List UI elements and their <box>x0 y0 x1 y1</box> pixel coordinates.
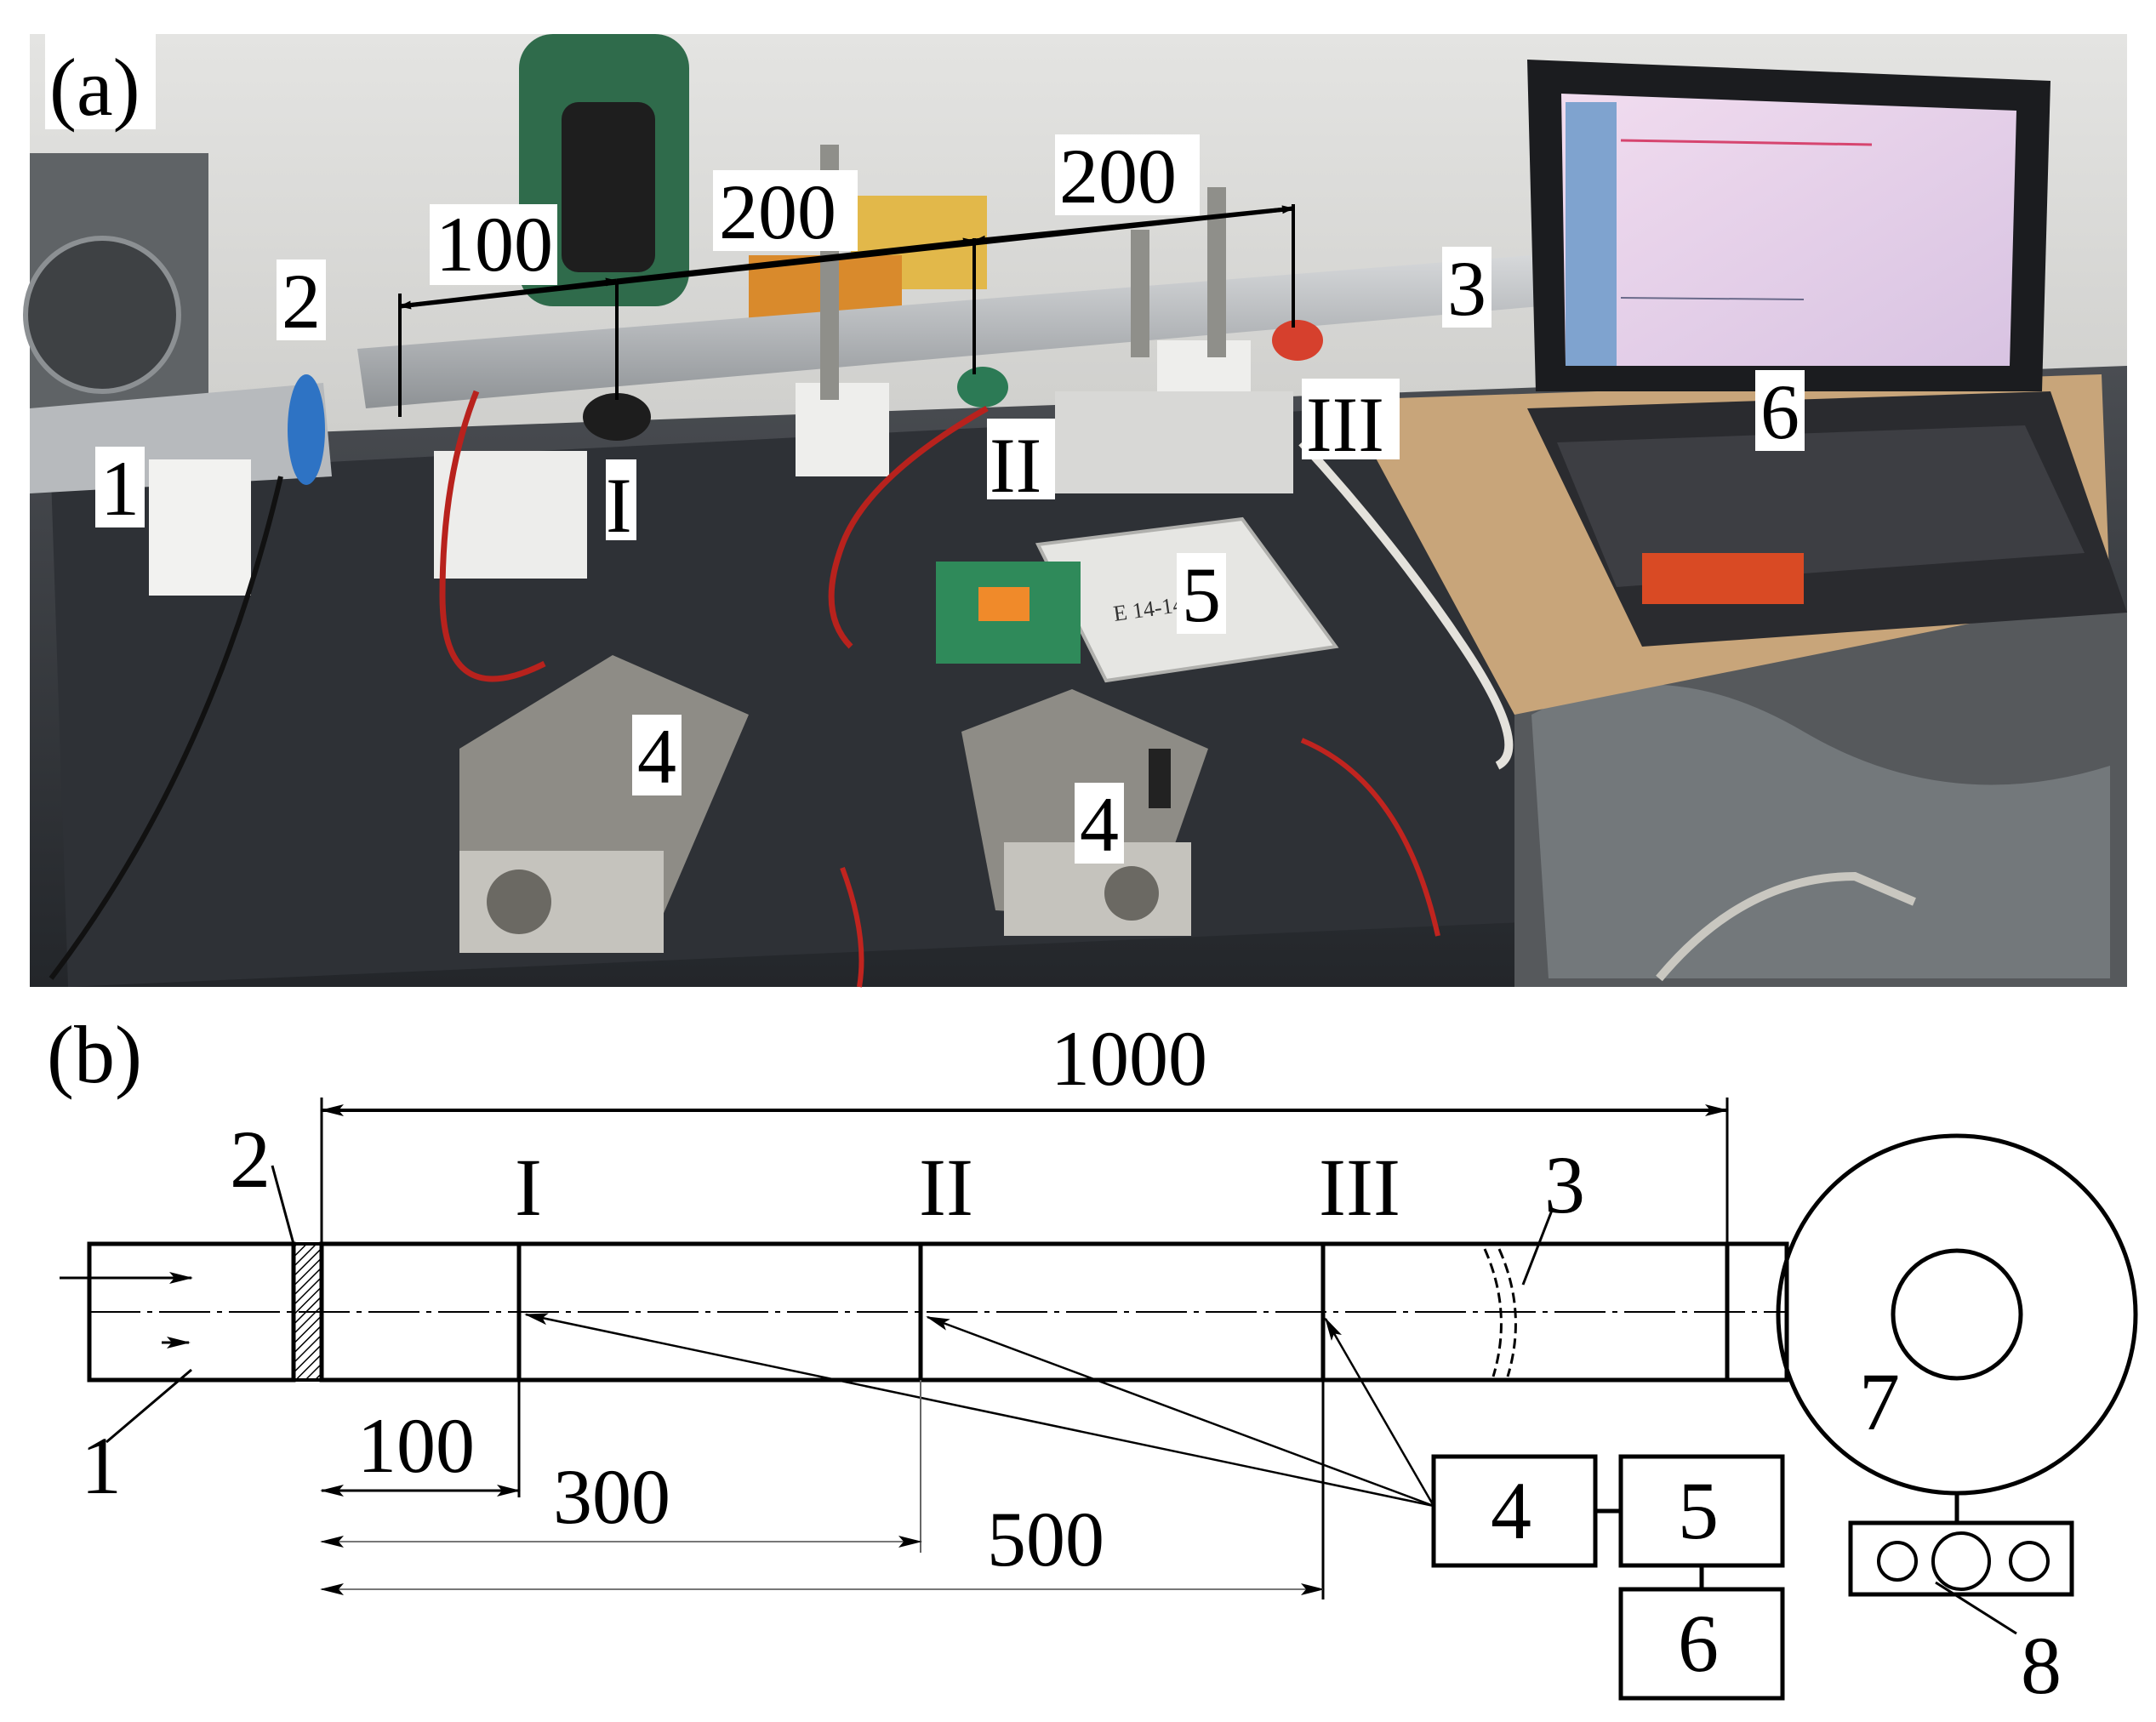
photo-section-I: I <box>606 462 632 549</box>
photo-dimensions <box>398 204 1295 417</box>
motor-base <box>1848 1520 2074 1597</box>
photo-part-2: 2 <box>282 258 321 345</box>
mic-stand-1 <box>796 383 889 476</box>
photo-part-4-left: 4 <box>637 713 676 800</box>
sensor-III <box>1272 320 1323 361</box>
schematic-section-I: I <box>515 1142 542 1233</box>
schematic-part-3: 3 <box>1544 1139 1585 1230</box>
photo-dim-100: 100 <box>436 201 553 288</box>
photo-panel: E 14-14 (a) 100 200 <box>23 34 2127 988</box>
foam-block-right <box>434 451 587 579</box>
cable-red-1 <box>439 390 546 682</box>
fan-inlet <box>1891 1248 2023 1381</box>
base-circle-right <box>2009 1541 2050 1582</box>
photo-part-4-right: 4 <box>1080 781 1119 868</box>
photo-section-II: II <box>990 422 1041 509</box>
box-4-label: 4 <box>1491 1465 1531 1556</box>
amplifier-knob-right <box>1104 866 1159 921</box>
amplifier-knob-left <box>487 870 551 934</box>
box-6-label: 6 <box>1678 1598 1719 1689</box>
cable-red-2 <box>828 405 989 649</box>
schematic-part-1: 1 <box>81 1420 122 1511</box>
screen-plot-line-1 <box>1620 139 1873 146</box>
cable-grey-plug <box>1656 871 1916 982</box>
panel-b-letter: (b) <box>47 1009 142 1100</box>
schematic-part-7: 7 <box>1859 1356 1900 1447</box>
screen-sidebar <box>1566 102 1617 366</box>
base-circle-center <box>1931 1531 1991 1591</box>
box-6 <box>1618 1587 1785 1701</box>
position-100: 100 <box>357 1402 475 1489</box>
cable-red-4 <box>1300 738 1440 937</box>
photo-dim-200-a: 200 <box>719 168 836 255</box>
flange <box>288 374 325 485</box>
sensor-I <box>583 393 651 441</box>
plastic-bag <box>1531 684 2110 978</box>
adc-chip <box>978 587 1030 621</box>
photo-dim-200-b: 200 <box>1059 133 1177 220</box>
photo-labels: (a) 100 200 200 I II III 1 2 3 4 4 5 <box>45 34 1805 868</box>
screen-plot-line-2 <box>1620 297 1805 300</box>
position-500: 500 <box>987 1496 1104 1582</box>
test-duct <box>357 255 1540 408</box>
foam-block-left <box>149 459 251 596</box>
laptop-screen <box>1561 94 2016 366</box>
cable-black-left <box>48 476 283 980</box>
box-5-label: 5 <box>1678 1465 1719 1556</box>
laptop-keyboard <box>1557 425 2085 587</box>
cable-white <box>1298 439 1514 770</box>
photo-part-5: 5 <box>1182 551 1221 638</box>
photo-part-1: 1 <box>100 445 140 532</box>
photo-section-III: III <box>1306 381 1384 468</box>
drill-grip <box>562 102 655 272</box>
schematic-part-2: 2 <box>230 1114 271 1205</box>
laptop-sticker <box>1642 553 1804 604</box>
base-circle-left <box>1877 1541 1918 1582</box>
position-300: 300 <box>553 1453 670 1540</box>
schematic-section-III: III <box>1319 1142 1400 1233</box>
fan-connector <box>1725 1241 1789 1383</box>
table-mat <box>51 400 1600 987</box>
fan-housing <box>1776 1133 2138 1496</box>
schematic-section-II: II <box>919 1142 973 1233</box>
schematic-part-8: 8 <box>2021 1620 2062 1711</box>
cable-red-3 <box>840 866 864 988</box>
total-length-label: 1000 <box>1051 1015 1207 1102</box>
photo-part-3: 3 <box>1447 245 1486 332</box>
schematic-panel: (b) 1000 I II III 2 1 3 <box>47 1009 2138 1711</box>
capacitor-right <box>1149 749 1171 808</box>
fan-grill <box>23 236 181 394</box>
photo-part-6: 6 <box>1760 368 1800 455</box>
sensor-II <box>957 367 1008 408</box>
panel-a-letter: (a) <box>49 42 140 133</box>
stand-base <box>1055 391 1293 493</box>
